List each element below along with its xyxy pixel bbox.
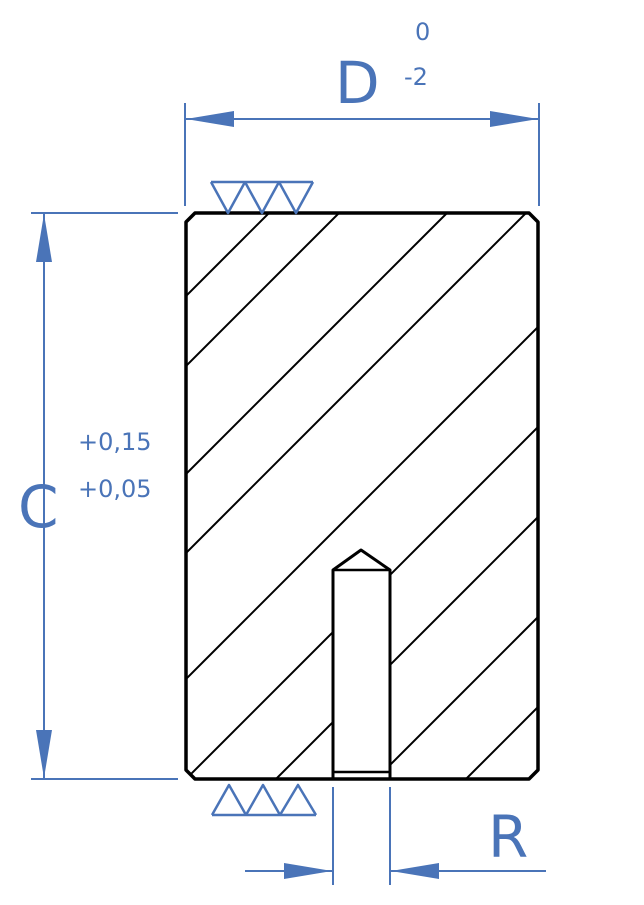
surface-finish-top-icon	[209, 180, 315, 215]
surface-finish-bottom-icon	[210, 783, 318, 817]
dimension-c-tolerance-lower: +0,05	[78, 475, 152, 503]
arrow-right-icon	[284, 863, 332, 879]
arrow-down-icon	[36, 730, 52, 778]
dimension-arrowheads	[36, 111, 538, 879]
blind-hole	[331, 548, 392, 779]
arrow-left-icon	[186, 111, 234, 127]
arrow-right-icon	[490, 111, 538, 127]
dimension-labels: D 0 -2 C +0,15 +0,05 R	[18, 18, 528, 871]
dimension-c-label: C	[18, 473, 59, 541]
part-outline	[184, 211, 540, 781]
arrow-left-icon	[391, 863, 439, 879]
dimension-d-tolerance-upper: 0	[415, 18, 430, 46]
arrow-up-icon	[36, 214, 52, 262]
dimension-d-tolerance-lower: -2	[404, 63, 428, 91]
dimension-lines	[31, 103, 546, 885]
dimension-c-tolerance-upper: +0,15	[78, 428, 152, 456]
dimension-d-label: D	[335, 49, 380, 117]
dimension-r-label: R	[488, 803, 528, 871]
